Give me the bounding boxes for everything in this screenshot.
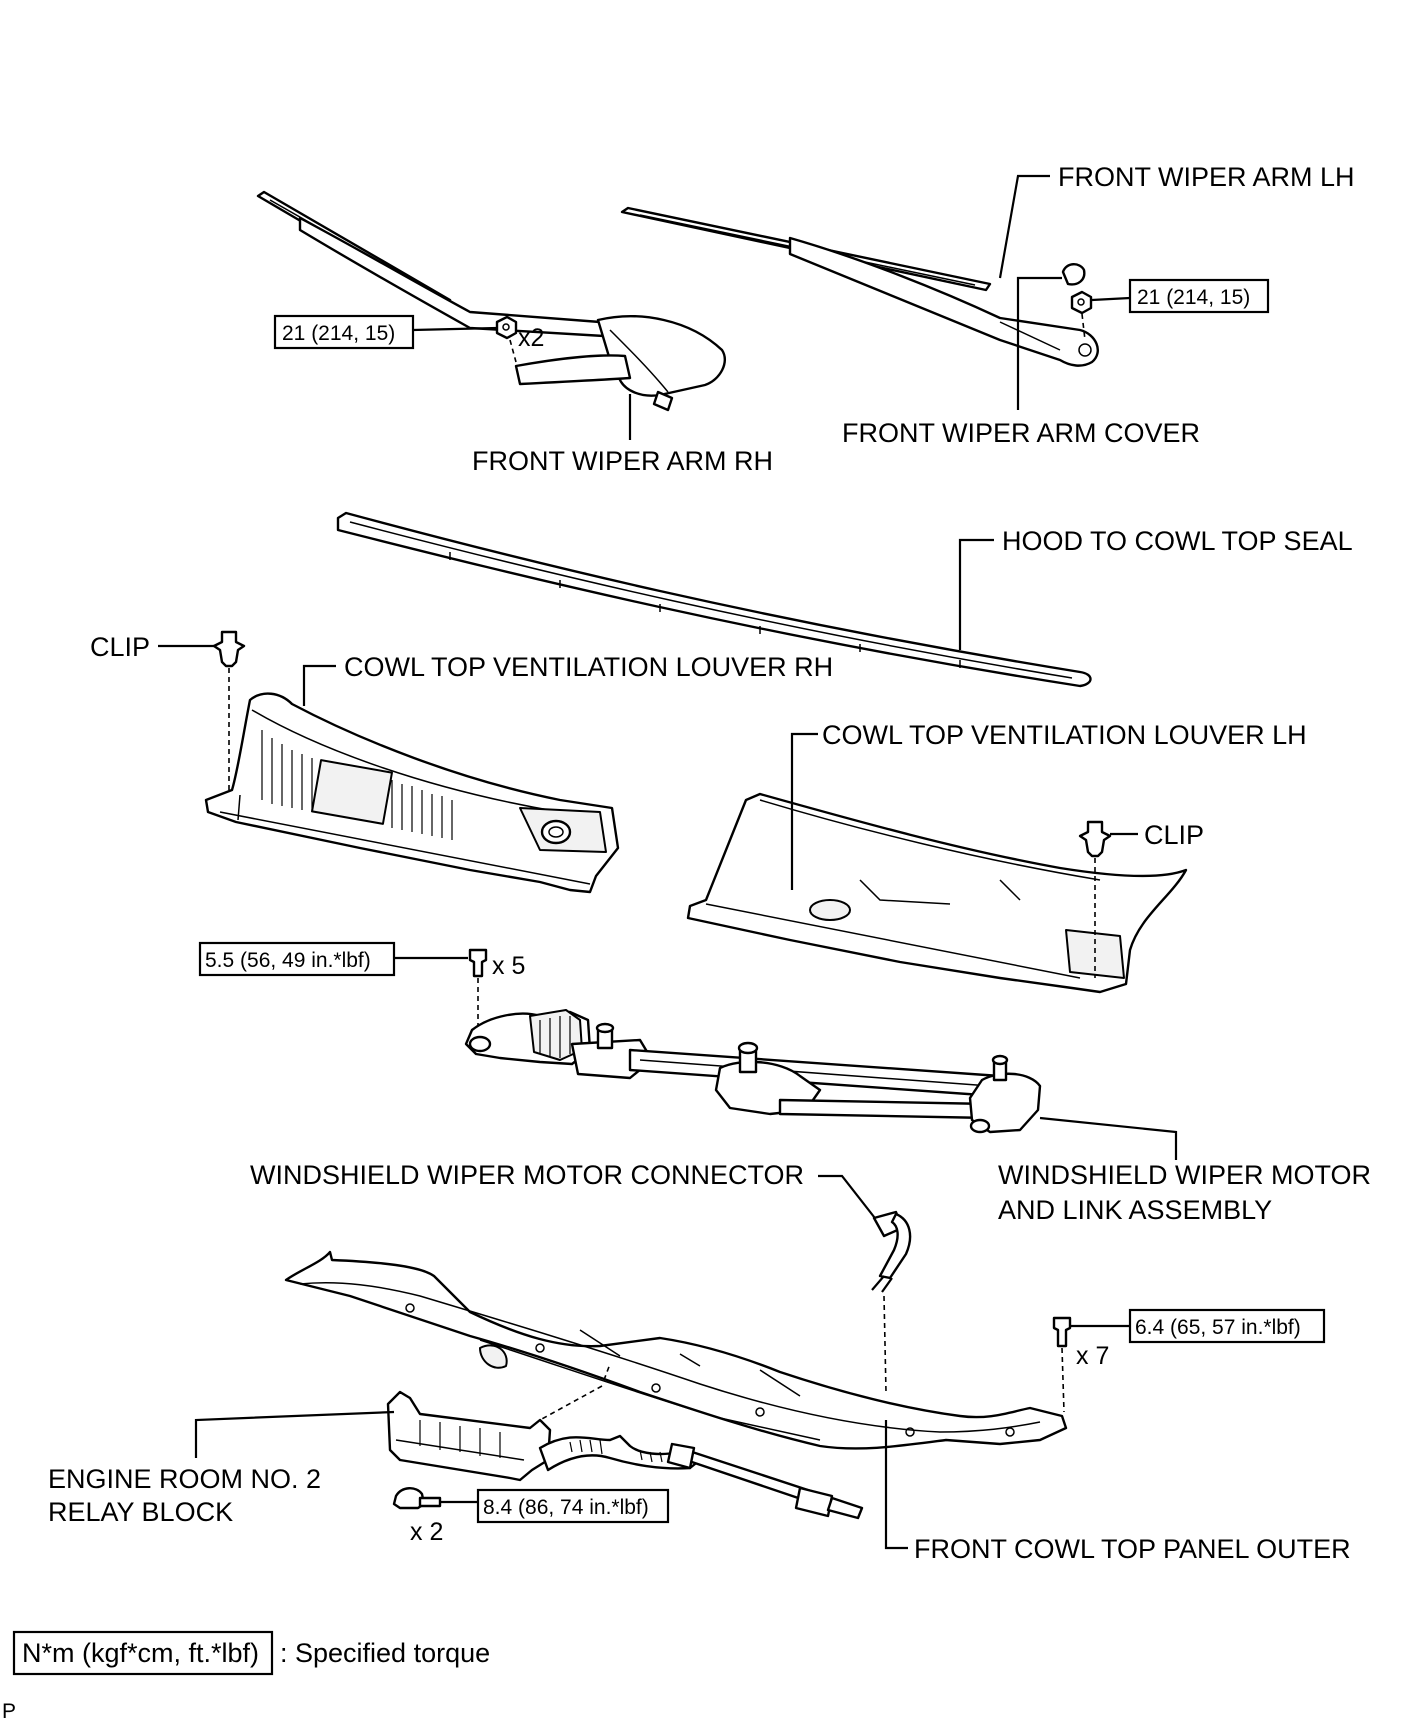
clip-right: [1078, 820, 1112, 858]
qty-arm-rh: x2: [518, 324, 544, 352]
label-windshield-wiper-motor-connector: WINDSHIELD WIPER MOTOR CONNECTOR: [250, 1160, 804, 1190]
qty-motor-link: x 5: [492, 952, 525, 980]
torque-box-arm-lh: 21 (214, 15): [1128, 278, 1270, 314]
label-clip-right: CLIP: [1144, 820, 1204, 850]
torque-value-motor-link: 5.5 (56, 49 in.*lbf): [205, 949, 371, 972]
front-wiper-arm-lh: [620, 206, 1099, 367]
label-front-wiper-arm-rh: FRONT WIPER ARM RH: [472, 446, 773, 476]
front-wiper-arm-cover: [1061, 263, 1086, 286]
clip-left: [212, 630, 246, 668]
nut-arm-rh: [495, 315, 518, 340]
torque-box-arm-rh: 21 (214, 15): [273, 314, 415, 350]
windshield-wiper-motor-connector: [871, 1210, 912, 1293]
legend-unit-box: N*m (kgf*cm, ft.*lbf): [22, 1638, 259, 1668]
front-wiper-arm-rh: [256, 190, 727, 412]
torque-box-cowl-panel: 6.4 (65, 57 in.*lbf): [1128, 1308, 1326, 1344]
windshield-wiper-motor-and-link-assembly: [464, 1009, 1042, 1134]
qty-cowl-panel: x 7: [1076, 1342, 1109, 1370]
label-relay-block-line2: RELAY BLOCK: [48, 1497, 233, 1527]
page-marker: P: [2, 1700, 16, 1723]
qty-relay-block: x 2: [410, 1518, 443, 1546]
legend: N*m (kgf*cm, ft.*lbf) : Specified torque: [12, 1630, 490, 1676]
hood-to-cowl-top-seal: [336, 511, 1092, 688]
label-hood-to-cowl-top-seal: HOOD TO COWL TOP SEAL: [1002, 526, 1353, 556]
label-clip-left: CLIP: [90, 632, 150, 662]
bolt-motor-link: [468, 948, 488, 978]
torque-value-cowl-panel: 6.4 (65, 57 in.*lbf): [1135, 1316, 1301, 1339]
label-motor-link-line1: WINDSHIELD WIPER MOTOR: [998, 1160, 1371, 1190]
cowl-top-ventilation-louver-lh: [686, 792, 1188, 994]
engine-room-no-2-relay-block: [386, 1390, 864, 1520]
torque-value-arm-rh: 21 (214, 15): [282, 322, 395, 345]
bolt-cowl-panel: [1052, 1316, 1072, 1348]
torque-value-arm-lh: 21 (214, 15): [1137, 286, 1250, 309]
cowl-top-ventilation-louver-rh: [204, 692, 620, 894]
label-motor-link-line2: AND LINK ASSEMBLY: [998, 1195, 1272, 1225]
front-cowl-top-panel-outer: [284, 1250, 1068, 1450]
label-front-cowl-top-panel-outer: FRONT COWL TOP PANEL OUTER: [914, 1534, 1351, 1564]
nut-arm-lh: [1070, 290, 1093, 315]
label-front-wiper-arm-lh: FRONT WIPER ARM LH: [1058, 162, 1355, 192]
bolt-relay-block: [392, 1487, 442, 1510]
label-cowl-top-ventilation-louver-lh: COWL TOP VENTILATION LOUVER LH: [822, 720, 1307, 750]
label-cowl-top-ventilation-louver-rh: COWL TOP VENTILATION LOUVER RH: [344, 652, 833, 682]
torque-box-motor-link: 5.5 (56, 49 in.*lbf): [198, 941, 396, 977]
torque-value-relay-block: 8.4 (86, 74 in.*lbf): [483, 1496, 649, 1519]
label-front-wiper-arm-cover: FRONT WIPER ARM COVER: [842, 418, 1200, 448]
legend-description: : Specified torque: [280, 1638, 490, 1668]
label-relay-block-line1: ENGINE ROOM NO. 2: [48, 1464, 321, 1494]
torque-box-relay-block: 8.4 (86, 74 in.*lbf): [476, 1488, 670, 1524]
